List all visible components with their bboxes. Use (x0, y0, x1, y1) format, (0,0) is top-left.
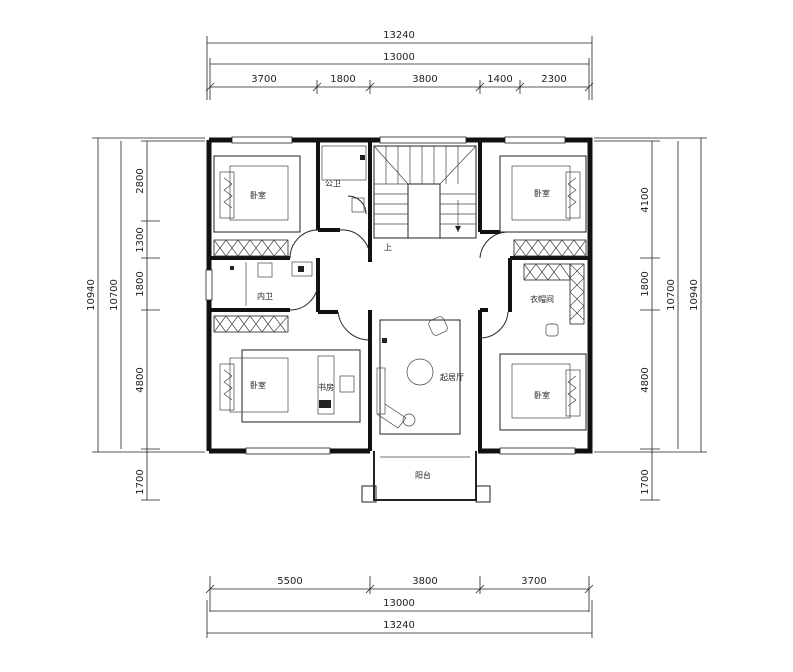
dim-right-inner: 10700 (666, 279, 677, 311)
label-bedroom-top-right: 卧室 (534, 188, 550, 198)
dim-top-inner: 13000 (383, 52, 415, 63)
dim-right-seg-1: 4100 (640, 187, 651, 212)
dim-right-balcony: 1700 (640, 469, 651, 494)
dim-right-seg-2: 1800 (640, 271, 651, 296)
dim-bottom-inner: 13000 (383, 598, 415, 609)
bedroom-top-left: 卧室 (213, 155, 301, 257)
balcony: 阳台 (361, 451, 491, 503)
bedroom-top-right: 卧室 (499, 155, 587, 257)
dim-top-seg-2: 1800 (330, 74, 355, 85)
bedroom-bottom-right: 卧室 (499, 353, 587, 431)
exterior-walls (205, 136, 593, 455)
dim-left-seg-3: 1800 (135, 271, 146, 296)
label-bedroom-top-left: 卧室 (250, 190, 266, 200)
bedroom-bottom-left: 卧室 (213, 315, 361, 423)
left-dimensions: 10940 10700 2800 1300 1800 4800 1700 (86, 137, 205, 501)
dim-top-outer: 13240 (383, 30, 415, 41)
dim-left-inner: 10700 (109, 279, 120, 311)
label-public-bath: 公卫 (325, 179, 341, 188)
dim-bottom-seg-3: 3700 (521, 576, 546, 587)
dim-left-seg-1: 2800 (135, 168, 146, 193)
label-living: 起居厅 (440, 373, 464, 382)
dim-left-seg-2: 1300 (135, 227, 146, 252)
ensuite-bath: 内卫 (230, 261, 313, 306)
dim-top-seg-5: 2300 (541, 74, 566, 85)
living-room: 起居厅 (376, 316, 464, 435)
label-ensuite-bath: 内卫 (257, 291, 273, 301)
dim-left-seg-4: 4800 (135, 367, 146, 392)
bottom-dimensions: 5500 3800 3700 13000 13240 (205, 576, 594, 638)
top-dimensions: 13240 13000 3700 1800 3800 1400 2300 (205, 30, 594, 100)
interior-walls (209, 140, 590, 451)
dim-top-seg-3: 3800 (412, 74, 437, 85)
dim-top-seg-1: 3700 (251, 74, 276, 85)
label-balcony: 阳台 (415, 470, 431, 480)
dim-left-balcony: 1700 (135, 469, 146, 494)
dim-bottom-outer: 13240 (383, 620, 415, 631)
label-stair-up: 上 (384, 243, 392, 252)
public-bath: 公卫 (321, 145, 367, 213)
right-dimensions: 4100 1800 4800 1700 10700 10940 (594, 137, 707, 501)
closet: 衣帽间 (523, 263, 585, 337)
dim-right-outer: 10940 (689, 279, 700, 311)
label-closet: 衣帽间 (530, 294, 554, 304)
study: 书房 (317, 355, 355, 415)
label-bedroom-bottom-right: 卧室 (534, 390, 550, 400)
dim-left-outer: 10940 (86, 279, 97, 311)
label-bedroom-bottom-left: 卧室 (250, 380, 266, 390)
dim-bottom-seg-1: 5500 (277, 576, 302, 587)
dim-top-seg-4: 1400 (487, 74, 512, 85)
staircase: 上 (373, 145, 477, 252)
dim-bottom-seg-2: 3800 (412, 576, 437, 587)
label-study: 书房 (318, 382, 334, 392)
dim-right-seg-3: 4800 (640, 367, 651, 392)
